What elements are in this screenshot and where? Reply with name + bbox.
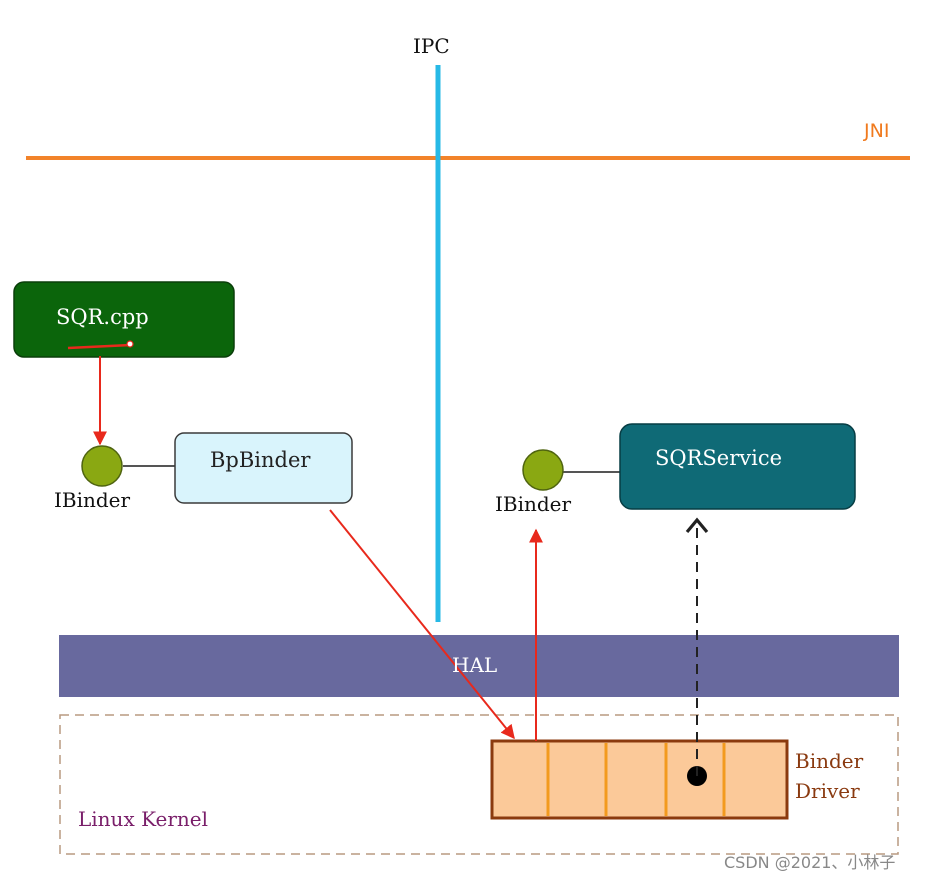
arrow-bpbinder-to-driver — [329, 509, 515, 740]
jni-label: JNI — [864, 120, 890, 142]
bpbinder-label: BpBinder — [210, 448, 311, 472]
sqr-cpp-red-underline — [67, 343, 131, 350]
binder-driver-label: Binder Driver — [795, 746, 863, 806]
binder-driver-block — [490, 739, 789, 820]
binder-driver-label-line2: Driver — [795, 779, 860, 803]
sqr-cpp-box — [13, 281, 235, 358]
sqr-cpp-marker-dot — [126, 340, 134, 348]
hal-label: HAL — [452, 653, 498, 677]
binder-driver-label-line1: Binder — [795, 749, 864, 773]
hal-bar — [59, 635, 899, 697]
linux-kernel-label: Linux Kernel — [78, 807, 208, 831]
ibinder-right-label: IBinder — [495, 492, 572, 516]
sqrservice-label: SQRService — [655, 446, 783, 470]
ibinder-left-label: IBinder — [54, 488, 131, 512]
bpbinder-box — [174, 432, 353, 504]
sqrservice-box — [619, 423, 856, 510]
ipc-label: IPC — [413, 34, 450, 58]
sqr-cpp-label: SQR.cpp — [56, 305, 149, 329]
ibinder-left-circle — [81, 445, 123, 487]
linux-kernel-region — [59, 714, 899, 855]
watermark: CSDN @2021、小林子 — [724, 853, 896, 872]
ibinder-right-circle — [522, 449, 564, 491]
